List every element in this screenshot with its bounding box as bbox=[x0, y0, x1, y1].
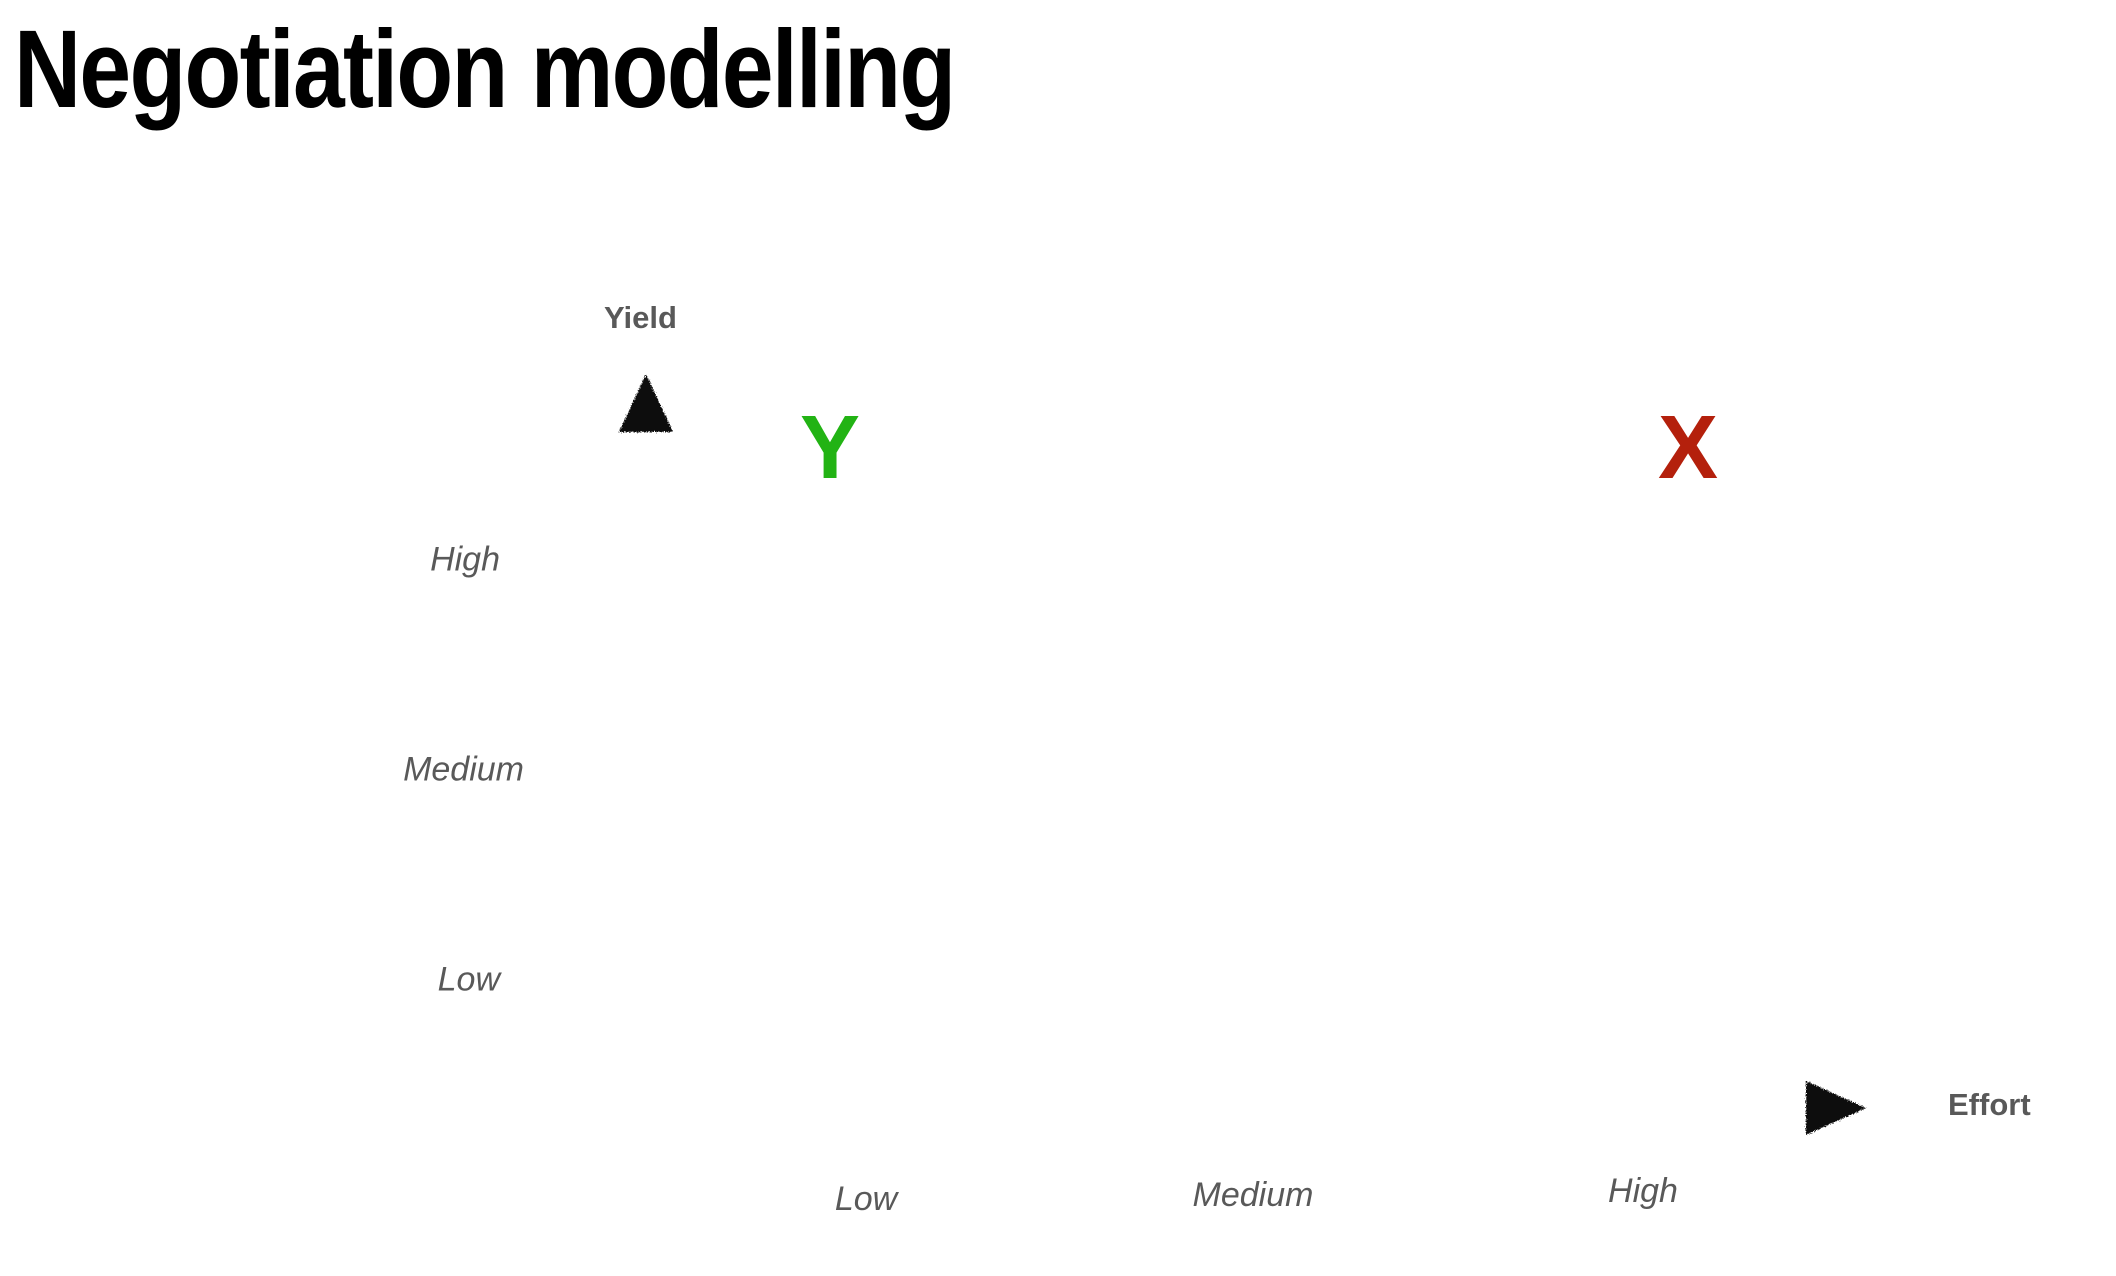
x-tick-label-low: Low bbox=[834, 1180, 898, 1218]
x-tick-label-medium: Medium bbox=[1192, 1176, 1314, 1214]
y-axis-title: Yield bbox=[604, 300, 677, 335]
x-axis-arrowhead bbox=[1806, 1081, 1866, 1135]
x-axis-title: Effort bbox=[1948, 1087, 2031, 1122]
y-tick-label-high: High bbox=[430, 540, 500, 579]
x-tick-label-high: High bbox=[1608, 1172, 1678, 1210]
y-tick-label-low: Low bbox=[437, 960, 500, 999]
y-axis-arrowhead bbox=[619, 374, 673, 432]
data-point-x: X bbox=[1657, 398, 1719, 498]
data-point-y: Y bbox=[799, 398, 861, 498]
page-title: Negotiation modelling bbox=[14, 8, 956, 131]
y-tick-label-medium: Medium bbox=[403, 750, 524, 789]
